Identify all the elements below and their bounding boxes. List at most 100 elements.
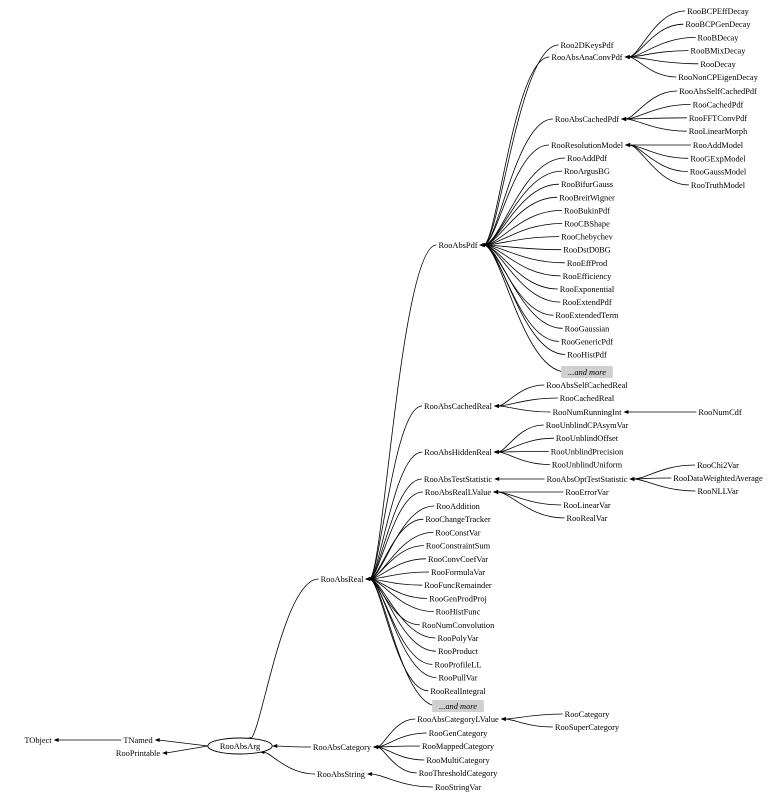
- edge-roo-bcpgen-decay-to-roo-abs-ana-conv-pdf: [628, 23, 684, 58]
- class-roo-argus-bg: RooArgusBG: [564, 167, 610, 176]
- edge-roo-unblind-precision-to-roo-abs-hidden-real: [497, 451, 549, 453]
- edge-roo-eff-prod-to-roo-abs-pdf: [483, 244, 565, 264]
- arrowhead: [272, 744, 278, 748]
- class-roo-breit-wigner: RooBreitWigner: [559, 193, 615, 202]
- arrowhead: [479, 243, 485, 247]
- class-roo-hist-func: RooHistFunc: [436, 608, 481, 617]
- class-roo-abs-category: RooAbsCategory: [313, 743, 372, 752]
- arrowhead: [624, 55, 630, 59]
- arrowhead: [53, 738, 59, 742]
- class-roo-add-pdf: RooAddPdf: [567, 154, 607, 163]
- edge-roo-abs-ana-conv-pdf-to-roo-abs-pdf: [483, 56, 550, 246]
- class-roo-data-weighted-average: RooDataWeightedAverage: [673, 474, 763, 483]
- edge-roo-decay-to-roo-abs-ana-conv-pdf: [628, 56, 699, 65]
- root-node-ellipse: [207, 737, 273, 755]
- edge-roo-cached-pdf-to-roo-abs-cached-pdf: [625, 104, 691, 120]
- edge-roo-abs-category-to-roo-abs-arg: [276, 745, 311, 748]
- edge-roo-abs-string-to-roo-abs-arg: [263, 751, 316, 775]
- class-roo-multi-category: RooMultiCategory: [426, 756, 490, 765]
- class-roo-const-var: RooConstVar: [435, 528, 480, 537]
- edge-roo-hist-func-to-roo-abs-real: [369, 578, 434, 612]
- edge-roo-num-running-int-to-roo-abs-cached-real: [497, 405, 551, 413]
- class-roo-gauss-model: RooGaussModel: [690, 168, 747, 177]
- arrowhead: [366, 772, 372, 776]
- class-roo-num-cdf: RooNumCdf: [698, 408, 741, 417]
- class-roo-printable: RooPrintable: [116, 749, 160, 758]
- class-roo-poly-var: RooPolyVar: [438, 634, 479, 643]
- class-roo-conv-coef-var: RooConvCoefVar: [428, 555, 488, 564]
- class-roo-non-cpeigen-decay: RooNonCPEigenDecay: [678, 73, 758, 82]
- edge-roo-abs-cached-pdf-to-roo-abs-pdf: [483, 118, 553, 246]
- edge-and-more-to-roo-abs-pdf: [483, 244, 567, 373]
- edge-roo-abs-arg-to-roo-printable: [166, 745, 208, 754]
- edge-roo-cached-real-to-roo-abs-cached-real: [497, 397, 558, 407]
- class-roo-threshold-category: RooThresholdCategory: [419, 769, 498, 778]
- edge-and-more-to-roo-abs-real: [369, 578, 438, 707]
- and-more-box: [432, 700, 484, 712]
- arrowhead: [493, 450, 499, 454]
- class-roo-linear-morph: RooLinearMorph: [689, 127, 748, 136]
- class-roo-efficiency: RooEfficiency: [563, 272, 612, 281]
- class-roo-decay: RooDecay: [700, 60, 736, 69]
- class-roo-formula-var: RooFormulaVar: [431, 568, 485, 577]
- edge-roo-abs-real-to-roo-abs-arg: [249, 578, 319, 740]
- arrowhead: [621, 117, 627, 121]
- class-roo-eff-prod: RooEffProd: [567, 259, 608, 268]
- edge-roo-nllvar-to-roo-abs-opt-test-statistic: [633, 478, 696, 492]
- class-roo-category: RooCategory: [565, 710, 610, 719]
- edge-roo-product-to-roo-abs-real: [369, 578, 436, 652]
- class-roo-cached-real: RooCachedReal: [560, 394, 615, 403]
- edge-roo-real-var-to-roo-abs-real-lvalue: [497, 491, 565, 519]
- arrowhead: [154, 738, 160, 742]
- edge-roo-abs-cached-real-to-roo-abs-real: [369, 405, 423, 580]
- edge-roo-formula-var-to-roo-abs-real: [369, 571, 430, 580]
- class-roo-string-var: RooStringVar: [435, 783, 481, 792]
- class-roo-real-integral: RooRealIntegral: [430, 687, 486, 696]
- class-roo-func-remainder: RooFuncRemainder: [424, 581, 492, 590]
- class-roo-abs-opt-test-statistic: RooAbsOptTestStatistic: [547, 475, 628, 484]
- class-roo-abs-cached-real: RooAbsCachedReal: [424, 402, 493, 411]
- class-roo-bmix-decay: RooBMixDecay: [691, 47, 747, 56]
- edge-roo-threshold-category-to-roo-abs-category: [376, 746, 417, 774]
- edge-roo-linear-morph-to-roo-abs-cached-pdf: [625, 118, 687, 132]
- edge-roo-generic-pdf-to-roo-abs-pdf: [483, 244, 559, 342]
- edge-roo-unblind-offset-to-roo-abs-hidden-real: [497, 437, 554, 453]
- class-roo-addition: RooAddition: [436, 502, 481, 511]
- class-roo-abs-category-lvalue: RooAbsCategoryLValue: [417, 715, 499, 724]
- class-roo-bukin-pdf: RooBukinPdf: [564, 206, 610, 215]
- class-roo-abs-string: RooAbsString: [317, 770, 366, 779]
- class-roo-unblind-uniform: RooUnblindUniform: [552, 461, 623, 470]
- class-roo-truth-model: RooTruthModel: [691, 181, 746, 190]
- edge-roo-abs-category-lvalue-to-roo-abs-category: [376, 718, 416, 748]
- class-roo-product: RooProduct: [438, 647, 479, 656]
- edge-roo-real-integral-to-roo-abs-real: [369, 578, 429, 692]
- arrowhead: [500, 717, 506, 721]
- arrowhead: [629, 477, 635, 481]
- class-roo-abs-real: RooAbsReal: [321, 575, 364, 584]
- edge-roo-linear-var-to-roo-abs-real-lvalue: [497, 491, 562, 506]
- class-tnamed: TNamed: [123, 736, 153, 745]
- class-roo-abs-pdf: RooAbsPdf: [438, 241, 477, 250]
- class-roo-unblind-cpasym-var: RooUnblindCPAsymVar: [546, 421, 629, 430]
- class-roo-num-running-int: RooNumRunningInt: [553, 408, 623, 417]
- class-roo-constraint-sum: RooConstraintSum: [426, 542, 491, 551]
- class-roo2-dkeys-pdf: Roo2DKeysPdf: [560, 41, 613, 50]
- class-roo-bdecay: RooBDecay: [698, 33, 740, 42]
- edge-roo2-dkeys-pdf-to-roo-abs-pdf: [483, 44, 559, 246]
- edge-roo-resolution-model-to-roo-abs-pdf: [483, 144, 549, 246]
- edge-roo-abs-pdf-to-roo-abs-real: [369, 244, 437, 580]
- class-roo-change-tracker: RooChangeTracker: [425, 515, 490, 524]
- class-roo-gen-category: RooGenCategory: [429, 729, 488, 738]
- class-roo-bifur-gauss: RooBifurGauss: [561, 180, 613, 189]
- edge-roo-conv-coef-var-to-roo-abs-real: [369, 558, 426, 580]
- class-roo-bcpgen-decay: RooBCPGenDecay: [685, 20, 751, 29]
- edge-roo-non-cpeigen-decay-to-roo-abs-ana-conv-pdf: [628, 56, 677, 78]
- class-roo-abs-self-cached-real: RooAbsSelfCachedReal: [546, 381, 628, 390]
- class-roo-abs-real-lvalue: RooAbsRealLValue: [425, 488, 491, 497]
- class-roo-extended-term: RooExtendedTerm: [555, 311, 619, 320]
- class-roo-gexp-model: RooGExpModel: [690, 154, 746, 163]
- edge-roo-abs-hidden-real-to-roo-abs-real: [369, 451, 423, 580]
- class-roo-profile-ll: RooProfileLL: [435, 660, 482, 669]
